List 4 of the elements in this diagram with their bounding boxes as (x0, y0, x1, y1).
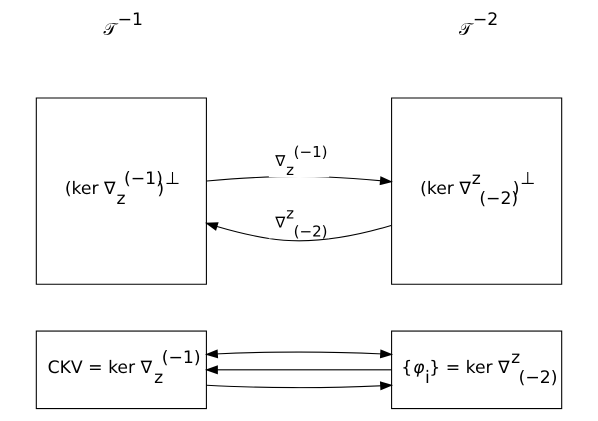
arrow (206, 381, 394, 390)
arrow (204, 365, 392, 374)
arrow (204, 349, 394, 358)
arrow (204, 222, 392, 242)
